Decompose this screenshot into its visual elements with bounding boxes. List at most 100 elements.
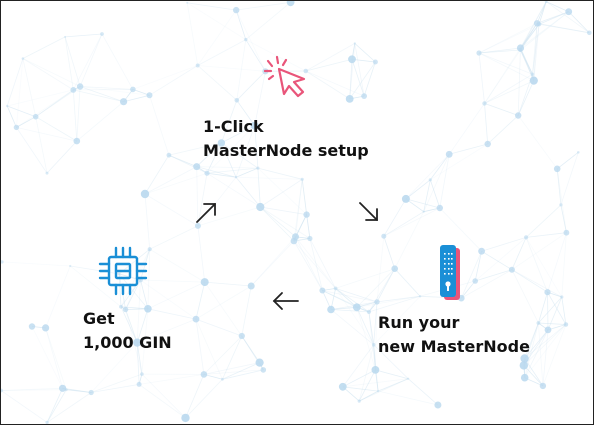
network-line	[70, 265, 120, 275]
network-dot	[193, 163, 201, 171]
network-line	[222, 362, 260, 380]
network-line	[407, 378, 439, 406]
network-line	[342, 386, 379, 392]
network-line	[484, 80, 534, 104]
network-line	[120, 306, 138, 343]
network-line	[22, 36, 66, 59]
network-dot	[333, 286, 338, 291]
network-dot	[6, 104, 9, 108]
network-line	[6, 58, 24, 107]
network-dot	[238, 332, 245, 340]
network-line	[305, 58, 353, 72]
network-line	[203, 369, 264, 375]
network-dot	[136, 381, 142, 387]
network-line	[168, 154, 197, 167]
network-line	[523, 365, 544, 387]
network-line	[197, 225, 206, 283]
network-line	[383, 207, 440, 237]
network-line	[293, 240, 336, 289]
network-line	[1, 390, 48, 423]
network-line	[322, 290, 378, 303]
network-line	[73, 89, 133, 91]
network-dot	[21, 57, 25, 60]
network-dot	[530, 72, 535, 76]
network-line	[221, 142, 259, 169]
network-line	[293, 240, 323, 291]
network-line	[138, 384, 186, 419]
network-line	[394, 268, 421, 297]
network-dot	[478, 247, 485, 255]
network-line	[342, 378, 409, 388]
network-line	[376, 236, 385, 302]
network-line	[257, 168, 261, 208]
network-line	[203, 335, 243, 375]
network-line	[484, 47, 521, 104]
network-dot	[544, 289, 551, 296]
network-dot	[221, 377, 224, 381]
network-line	[140, 279, 149, 309]
network-line	[474, 251, 482, 282]
network-dot	[119, 304, 123, 309]
network-dot	[436, 204, 443, 212]
network-line	[1, 389, 67, 391]
network-line	[547, 292, 549, 330]
network-line	[520, 11, 569, 49]
network-line	[245, 39, 306, 72]
network-dot	[247, 282, 255, 290]
network-dot	[260, 367, 267, 373]
network-line	[526, 232, 567, 238]
network-dot	[69, 264, 72, 268]
network-line	[524, 324, 567, 359]
network-line	[423, 179, 431, 212]
network-line	[359, 390, 379, 402]
network-line	[91, 384, 140, 393]
network-dot	[559, 203, 563, 207]
network-line	[356, 307, 376, 371]
network-line	[461, 269, 513, 299]
network-line	[335, 268, 395, 289]
network-line	[204, 281, 243, 337]
network-line	[545, 1, 590, 34]
network-line	[69, 265, 122, 308]
network-line	[204, 281, 252, 287]
network-line	[235, 176, 303, 180]
network-line	[197, 65, 238, 101]
network-line	[373, 344, 376, 370]
network-line	[351, 59, 365, 97]
network-dot	[45, 420, 49, 424]
network-line	[140, 279, 197, 320]
network-line	[241, 285, 252, 337]
network-line	[123, 94, 150, 103]
network-line	[301, 179, 307, 215]
network-dot	[476, 50, 482, 56]
network-line	[322, 290, 370, 313]
network-line	[137, 318, 197, 343]
network-line	[45, 327, 63, 389]
network-line	[520, 23, 538, 51]
network-dot	[391, 265, 399, 273]
network-dot	[515, 112, 522, 119]
network-line	[250, 240, 295, 287]
network-line	[235, 9, 247, 40]
network-line	[236, 100, 256, 126]
network-line	[16, 127, 48, 174]
network-dot	[147, 247, 152, 252]
network-line	[511, 269, 562, 298]
network-line	[542, 329, 549, 386]
network-line	[72, 89, 78, 142]
network-line	[16, 89, 74, 128]
network-line	[309, 238, 336, 289]
network-line	[356, 307, 375, 345]
network-dot	[539, 382, 547, 390]
network-dot	[361, 93, 367, 99]
network-dot	[64, 35, 67, 38]
network-line	[376, 295, 421, 303]
network-line	[524, 322, 539, 359]
network-line	[377, 378, 409, 392]
device-icon	[440, 245, 460, 300]
network-line	[517, 80, 535, 116]
network-line	[517, 49, 521, 116]
network-dot	[1, 388, 3, 393]
network-line	[206, 142, 222, 174]
network-line	[524, 329, 549, 359]
